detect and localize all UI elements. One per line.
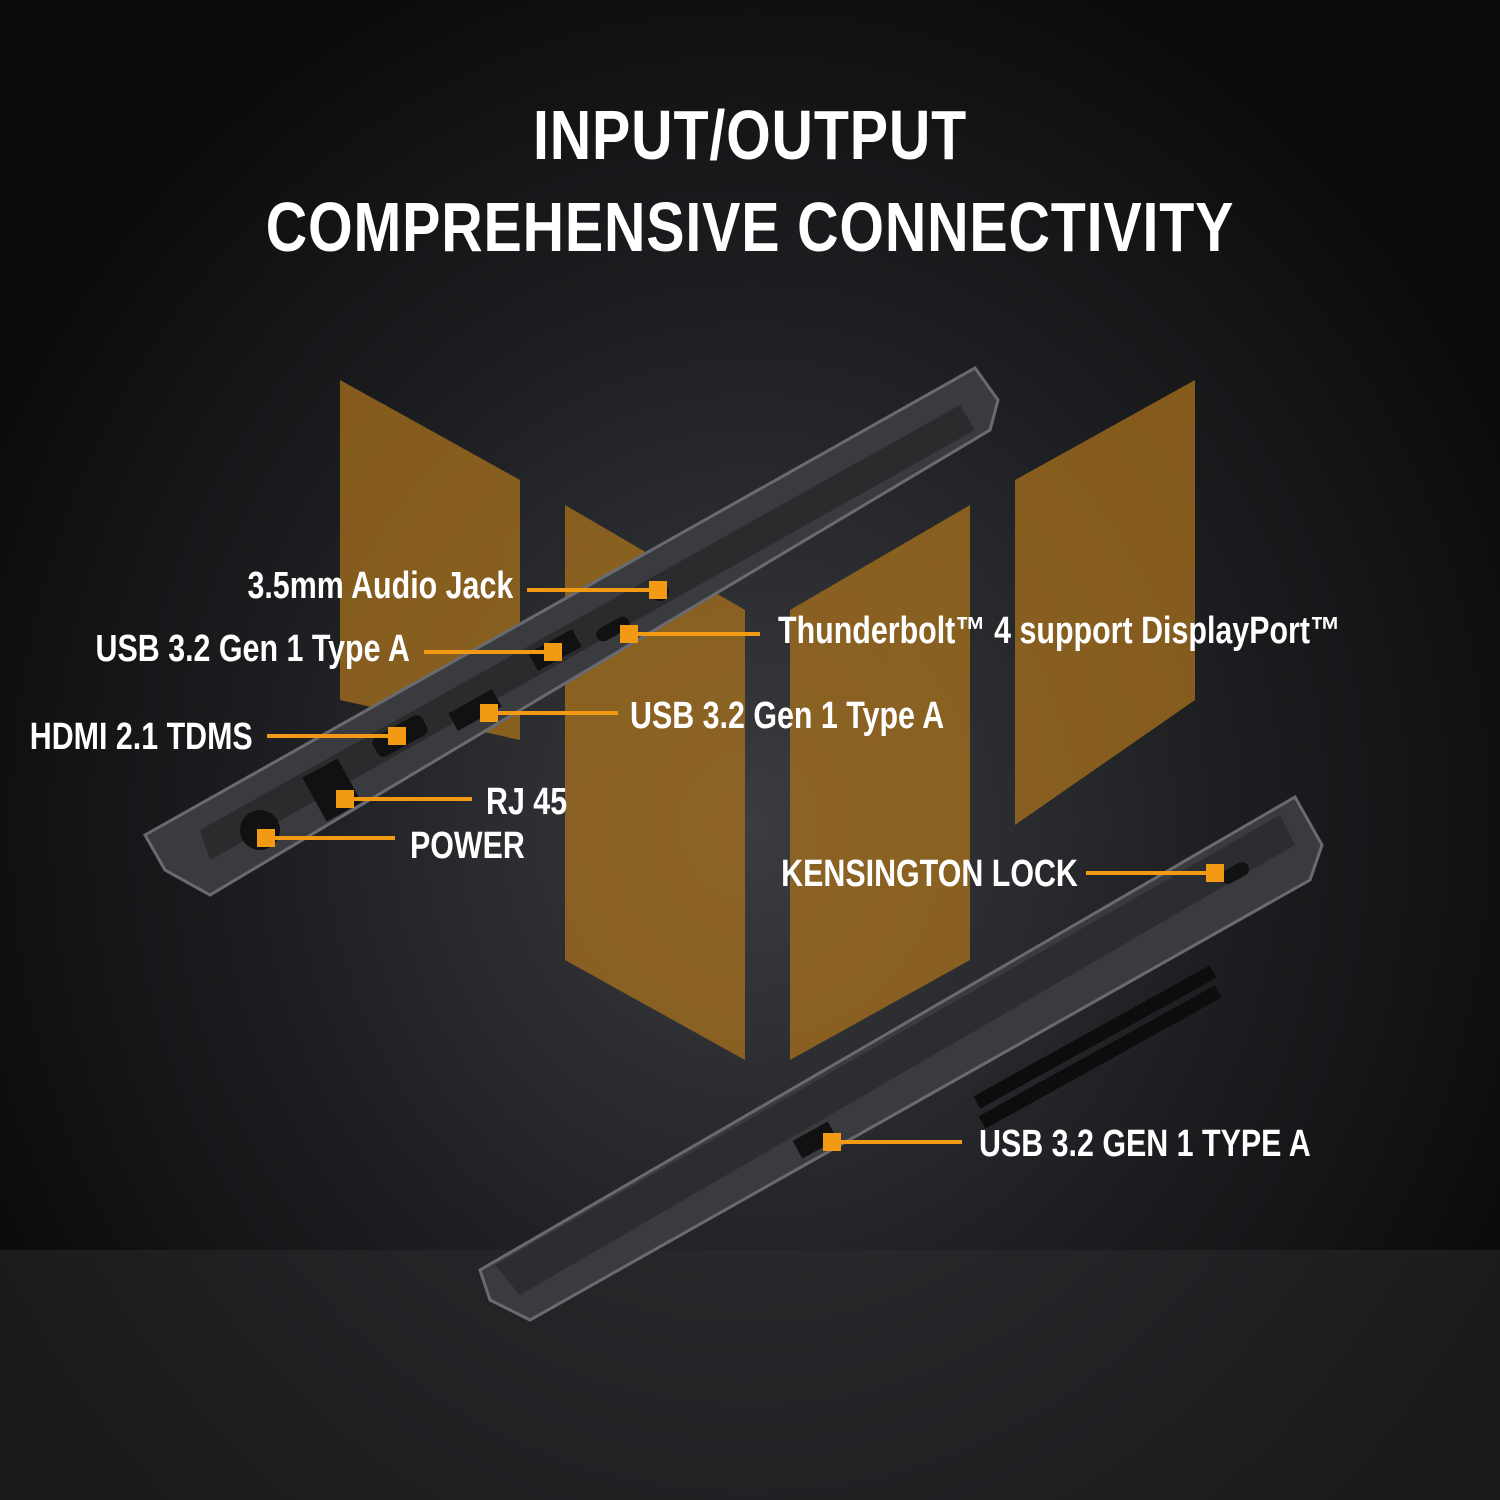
thunderbolt-port — [596, 616, 630, 642]
page-title: INPUT/OUTPUT — [533, 96, 967, 174]
callout-usb-left: USB 3.2 Gen 1 Type A — [95, 628, 410, 670]
logo-bar-4 — [1015, 380, 1195, 825]
laptop-right-side — [478, 794, 1324, 1322]
callout-hdmi: HDMI 2.1 TDMS — [30, 716, 253, 758]
page-subtitle: COMPREHENSIVE CONNECTIVITY — [265, 188, 1235, 266]
callout-power: POWER — [410, 825, 525, 867]
floor — [0, 1250, 1500, 1500]
callout-kensington-lock: KENSINGTON LOCK — [781, 853, 1078, 895]
vent-grille — [973, 965, 1222, 1129]
usb-port — [448, 689, 502, 731]
callout-usb-mid: USB 3.2 Gen 1 Type A — [630, 695, 945, 737]
logo-bar-3 — [790, 505, 970, 1060]
callout-rj45: RJ 45 — [486, 781, 568, 823]
callout-usb-bottom: USB 3.2 GEN 1 TYPE A — [979, 1123, 1311, 1165]
kensington-slot — [1221, 862, 1249, 884]
callout-thunderbolt: Thunderbolt™ 4 support DisplayPort™ — [778, 610, 1341, 652]
callout-audio-jack: 3.5mm Audio Jack — [247, 565, 513, 607]
usb-port — [792, 1121, 838, 1159]
callout-lines — [257, 581, 1224, 1151]
